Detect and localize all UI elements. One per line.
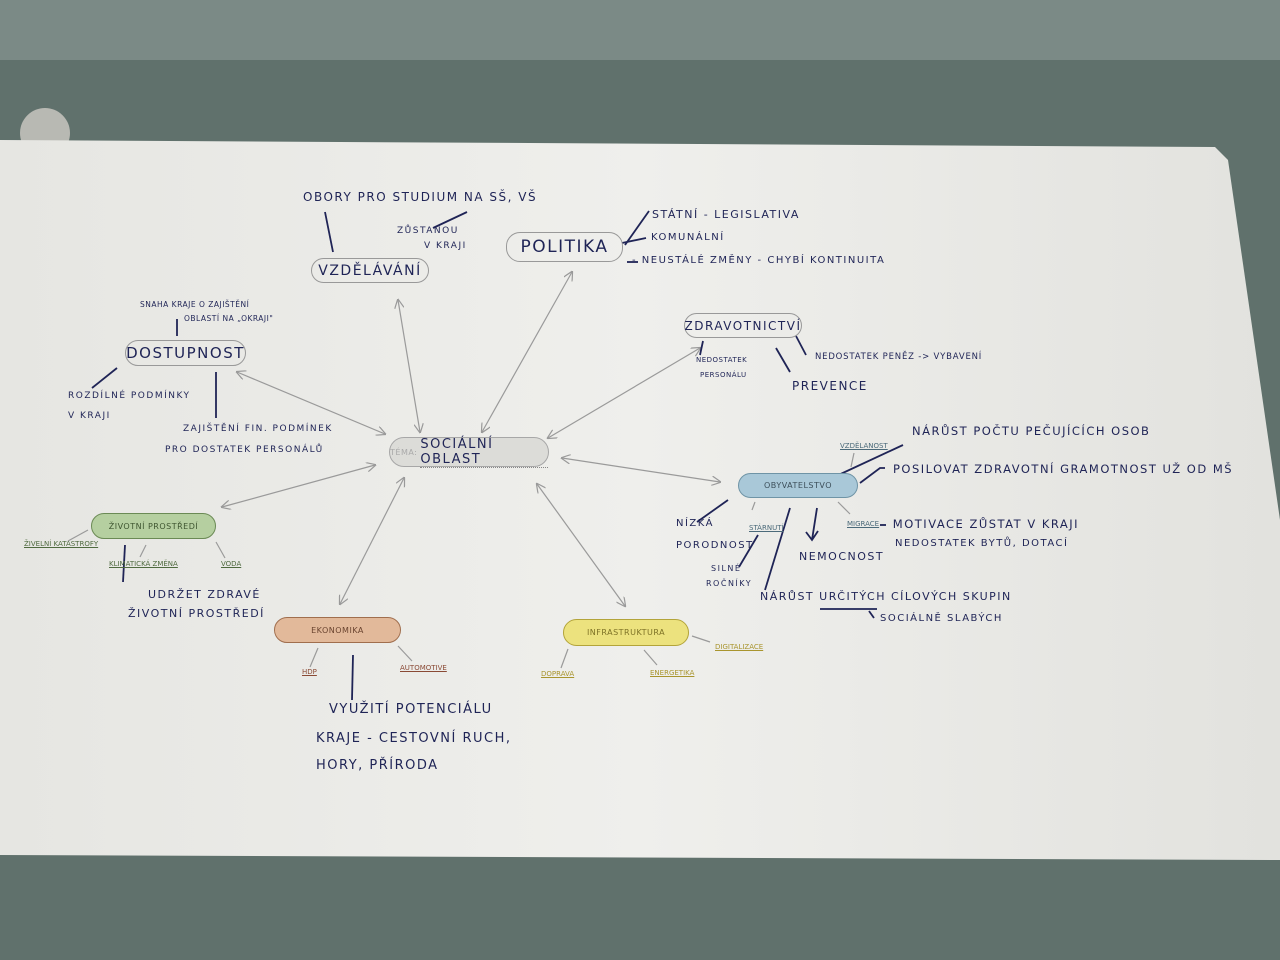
note-v-kraji: V KRAJI: [424, 241, 467, 251]
note-motivace: - MOTIVACE ZŮSTAT V KRAJI: [882, 517, 1080, 531]
note-rozdilne-2: V KRAJI: [68, 411, 111, 421]
note-rozdilne-1: ROZDÍLNÉ PODMÍNKY: [68, 391, 191, 401]
node-politika-label: POLITIKA: [520, 237, 609, 257]
node-politika[interactable]: POLITIKA: [506, 232, 623, 262]
note-zustanou: ZŮSTANOU: [397, 226, 459, 236]
node-dostupnost-label: DOSTUPNOST: [126, 344, 245, 362]
arrow-infrastruktura: [537, 484, 625, 606]
arrow-politika: [482, 272, 572, 432]
arrow-vzdelavani: [398, 300, 420, 432]
note-socialne-slabych: SOCIÁLNĚ SLABÝCH: [880, 613, 1003, 624]
note-silne-2: ROČNÍKY: [706, 579, 753, 588]
note-udrzet-2: ŽIVOTNÍ PROSTŘEDÍ: [128, 607, 265, 620]
note-zajisteni-2: PRO DOSTATEK PERSONÁLŮ: [165, 445, 324, 455]
node-dostupnost[interactable]: DOSTUPNOST: [125, 340, 246, 366]
note-vyuziti-1: VYUŽITÍ POTENCIÁLU: [329, 702, 493, 717]
note-posilovat: POSILOVAT ZDRAVOTNÍ GRAMOTNOST UŽ OD MŠ: [893, 462, 1234, 476]
node-zdravotnictvi[interactable]: ZDRAVOTNICTVÍ: [684, 313, 802, 338]
node-ekonomika[interactable]: EKONOMIKA: [274, 617, 401, 643]
note-nedostatek-penez: NEDOSTATEK PENĚZ -> VYBAVENÍ: [815, 352, 983, 362]
note-nemocnost: NEMOCNOST: [799, 550, 885, 563]
note-prevence: PREVENCE: [792, 379, 868, 393]
central-topic-prefix: TÉMA:: [390, 447, 418, 457]
ink-strokes: [91, 210, 904, 701]
note-udrzet-1: UDRŽET ZDRAVÉ: [148, 588, 261, 601]
note-narust-skupin: NÁRŮST URČITÝCH CÍLOVÝCH SKUPIN: [760, 590, 1012, 603]
central-topic-node[interactable]: TÉMA: SOCIÁLNÍ OBLAST: [389, 437, 549, 468]
node-ekonomika-label: EKONOMIKA: [311, 625, 364, 635]
arrow-zdravotnictvi: [548, 348, 700, 438]
subtopic-zivelni-katastrofy: ŽIVELNÍ KATASTROFY: [24, 540, 99, 548]
note-nedostatek-personalu-2: PERSONÁLU: [700, 371, 747, 379]
note-neustale: - NEUSTÁLÉ ZMĚNY - CHYBÍ KONTINUITA: [632, 255, 886, 266]
subtopic-doprava: DOPRAVA: [541, 670, 575, 678]
note-snaha-2: OBLASTÍ NA „OKRAJI": [184, 314, 274, 323]
central-topic-title: SOCIÁLNÍ OBLAST: [420, 437, 548, 468]
paper-sheet: [0, 140, 1280, 860]
subtopic-voda: VODA: [221, 560, 242, 568]
subtopic-vzdelanost: VZDĚLANOST: [840, 442, 888, 450]
note-nedostatek-bytu: NEDOSTATEK BYTŮ, DOTACÍ: [895, 538, 1069, 549]
arrow-zivotni: [222, 465, 375, 507]
node-obyvatelstvo[interactable]: OBYVATELSTVO: [738, 473, 858, 498]
note-komunalni: KOMUNÁLNÍ: [651, 232, 725, 243]
subtopic-starnuti: STÁRNUTÍ: [749, 524, 784, 532]
node-zdravotnictvi-label: ZDRAVOTNICTVÍ: [684, 318, 802, 333]
node-vzdelavani-label: VZDĚLÁVÁNÍ: [318, 262, 422, 279]
node-vzdelavani[interactable]: VZDĚLÁVÁNÍ: [311, 258, 429, 283]
note-vyuziti-2: KRAJE - CESTOVNÍ RUCH,: [316, 731, 512, 746]
arrow-obyvatelstvo: [562, 458, 720, 482]
connector-arrows: [67, 272, 855, 669]
arrow-ekonomika: [340, 478, 404, 604]
note-obory: OBORY PRO STUDIUM NA SŠ, VŠ: [303, 190, 538, 204]
note-zajisteni-1: ZAJIŠTĚNÍ FIN. PODMÍNEK: [183, 424, 333, 434]
subtopic-energetika: ENERGETIKA: [650, 669, 695, 677]
node-zivotni-prostredi[interactable]: ŽIVOTNÍ PROSTŘEDÍ: [91, 513, 216, 539]
note-snaha-1: SNAHA KRAJE O ZAJIŠTĚNÍ: [140, 300, 250, 309]
node-infrastruktura[interactable]: INFRASTRUKTURA: [563, 619, 689, 646]
note-statni: STÁTNÍ - LEGISLATIVA: [652, 208, 800, 221]
node-infrastruktura-label: INFRASTRUKTURA: [586, 628, 666, 637]
node-zivotni-prostredi-label: ŽIVOTNÍ PROSTŘEDÍ: [108, 521, 199, 531]
note-silne-1: SILNÉ: [711, 564, 742, 573]
note-nizka-2: PORODNOST: [676, 540, 754, 551]
note-vyuziti-3: HORY, PŘÍRODA: [316, 758, 439, 773]
subtopic-migrace: MIGRACE: [847, 520, 880, 528]
subtopic-digitalizace: DIGITALIZACE: [715, 643, 764, 651]
subtopic-klimaticka-zmena: KLIMATICKÁ ZMĚNA: [109, 560, 178, 568]
arrow-dostupnost: [237, 372, 385, 434]
note-narust-poctu: NÁRŮST POČTU PEČUJÍCÍCH OSOB: [912, 424, 1151, 438]
note-nizka-1: NÍZKÁ: [676, 518, 715, 529]
subtopic-hdp: HDP: [302, 668, 317, 676]
note-nedostatek-personalu-1: NEDOSTATEK: [696, 356, 748, 364]
subtopic-automotive: AUTOMOTIVE: [400, 664, 447, 672]
node-obyvatelstvo-label: OBYVATELSTVO: [763, 481, 833, 490]
